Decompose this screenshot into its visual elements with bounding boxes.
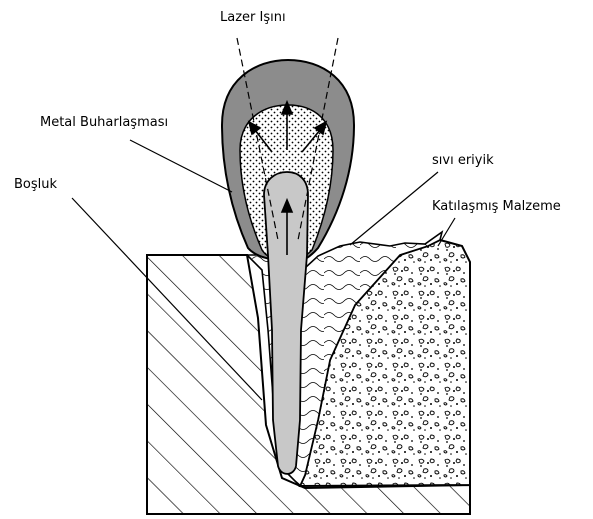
laser-beam-label: Lazer Işını [220,10,286,25]
cavity-label: Boşluk [14,177,57,192]
metal-vaporization-label: Metal Buharlaşması [40,115,168,130]
solidified-material-label: Katılaşmış Malzeme [432,199,561,214]
liquid-melt-label: sıvı eriyik [432,153,494,168]
